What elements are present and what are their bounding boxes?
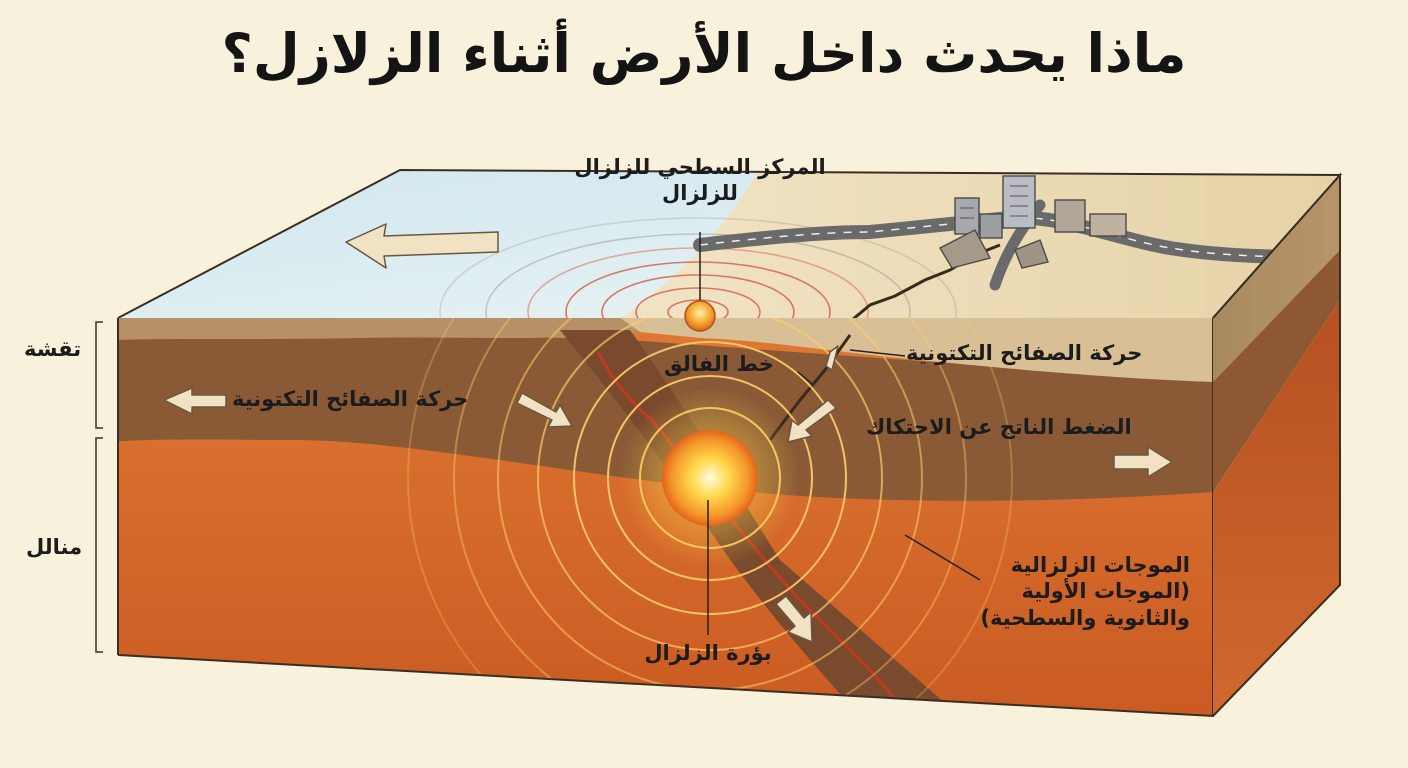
epicenter-label-line2: للزلزال xyxy=(662,181,738,206)
ocean-arrow xyxy=(345,223,499,269)
front-face xyxy=(118,318,1213,716)
epicenter-label-line1: المركز السطحي للزلزال xyxy=(574,155,826,179)
slab-arrow-down xyxy=(775,595,813,643)
mantle-bracket xyxy=(95,437,103,653)
slab-arrow-in xyxy=(516,392,573,428)
crust-bracket xyxy=(95,321,103,429)
seismic-waves-line2: (الموجات الأولية xyxy=(1021,579,1190,604)
left-plate-arrow xyxy=(163,387,227,415)
plate-motion-left-label: حركة الصفائح التكتونية xyxy=(232,387,469,411)
crust-upper-right xyxy=(620,318,1213,382)
fault-arrow xyxy=(787,399,837,443)
friction-pressure-label: الضغط الناتج عن الاحتكاك xyxy=(866,415,1132,439)
motion-arrows xyxy=(163,223,1173,643)
city-buildings xyxy=(939,175,1127,269)
side-face xyxy=(1212,172,1341,717)
focus-label: بؤرة الزلزال xyxy=(644,641,772,665)
page-title: ماذا يحدث داخل الأرض أثناء الزلازل؟ xyxy=(221,22,1187,85)
friction-arrow xyxy=(1113,446,1173,478)
fault-line-label: خط الفالق xyxy=(664,352,774,376)
ocean-crust xyxy=(118,318,640,340)
epicenter-label: المركز السطحي للزلزال للزلزال xyxy=(560,154,840,207)
seismic-waves-line1: الموجات الزلزالية xyxy=(1010,553,1190,577)
seismic-waves-line3: والثانوية والسطحية) xyxy=(980,605,1190,630)
layer-brackets xyxy=(95,321,103,653)
mantle-layer-label: منالل xyxy=(26,535,83,559)
epicenter-point xyxy=(684,300,716,332)
seismic-waves-label: الموجات الزلزالية (الموجات الأولية والثا… xyxy=(966,552,1190,631)
crust-layer-label: تقشة xyxy=(24,337,82,361)
focus-point xyxy=(662,430,758,526)
plate-motion-right-label: حركة الصفائح التكتونية xyxy=(906,341,1143,365)
